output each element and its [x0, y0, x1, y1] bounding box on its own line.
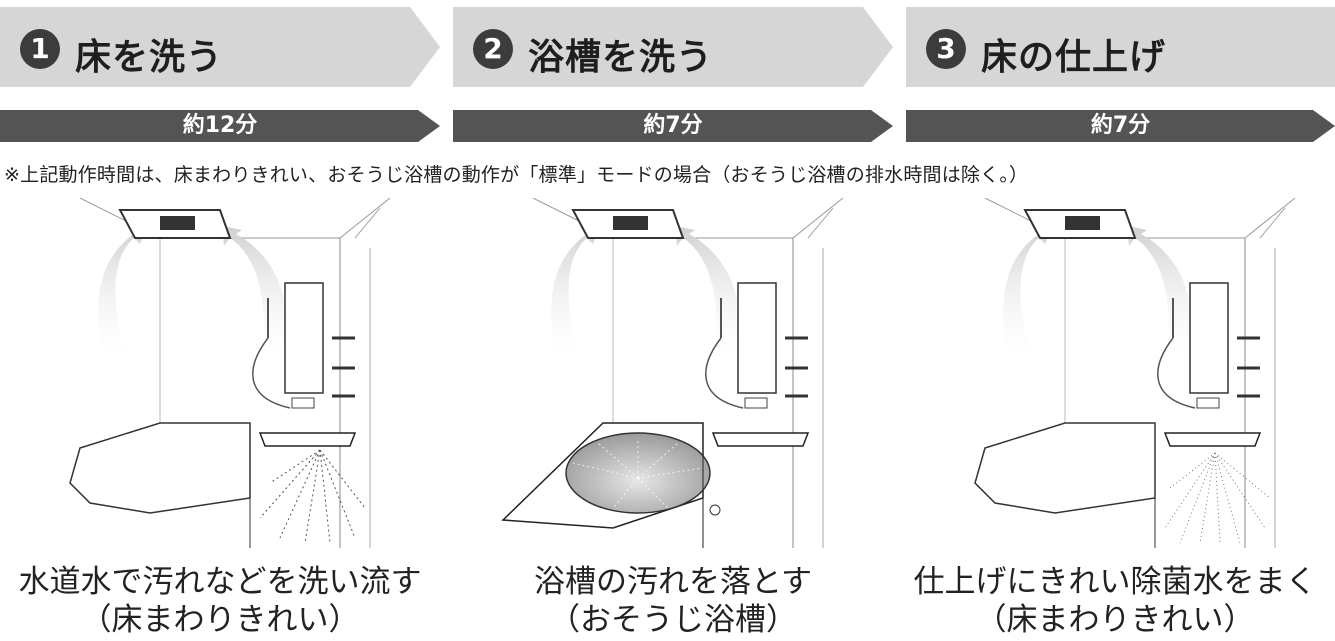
bathtub-wash-illustration	[501, 198, 844, 548]
step-3-box-shape	[906, 7, 1335, 87]
step-1-title: 床を洗う	[75, 37, 224, 78]
step-2-title: 浴槽を洗う	[528, 37, 714, 78]
step-3-number-badge: 3	[926, 29, 966, 69]
step-1-caption: 水道水で汚れなどを洗い流す （床まわりきれい）	[0, 563, 440, 639]
step-3-duration: 約7分	[1090, 113, 1151, 138]
step-2-arrow-shape	[453, 7, 893, 87]
step-1-caption-line1: 水道水で汚れなどを洗い流す	[18, 564, 422, 600]
bathroom-floor-wash-illustration	[69, 198, 391, 548]
step-2-duration-bar: 約7分	[453, 110, 893, 142]
step-3-header: 3 床の仕上げ	[906, 7, 1335, 87]
step-2-duration: 約7分	[643, 113, 703, 138]
step-3-title: 床の仕上げ	[981, 37, 1167, 78]
step-1-duration: 約12分	[182, 113, 258, 138]
step-3-caption-line1: 仕上げにきれい除菌水をまく	[913, 564, 1317, 600]
step-2-caption: 浴槽の汚れを落とす （おそうじ浴槽）	[453, 563, 893, 639]
step-2-caption-line2: （おそうじ浴槽）	[549, 602, 797, 638]
step-2-header: 2 浴槽を洗う	[453, 7, 893, 87]
floor-finish-illustration	[974, 198, 1296, 548]
step-3-caption-line2: （床まわりきれい）	[975, 602, 1255, 638]
step-1-header: 1 床を洗う	[0, 7, 440, 87]
step-2-number-badge: 2	[473, 29, 513, 69]
footnote: ※上記動作時間は、床まわりきれい、おそうじ浴槽の動作が「標準」モードの場合（おそ…	[4, 164, 1029, 186]
step-1-number-badge: 1	[20, 29, 60, 69]
step-1-caption-line2: （床まわりきれい）	[80, 602, 360, 638]
step-1-duration-bar: 約12分	[0, 110, 440, 142]
step-1-arrow-shape	[0, 7, 440, 87]
step-2-caption-line1: 浴槽の汚れを落とす	[533, 564, 813, 600]
step-3-duration-bar: 約7分	[906, 110, 1335, 142]
step-3-caption: 仕上げにきれい除菌水をまく （床まわりきれい）	[895, 563, 1335, 639]
